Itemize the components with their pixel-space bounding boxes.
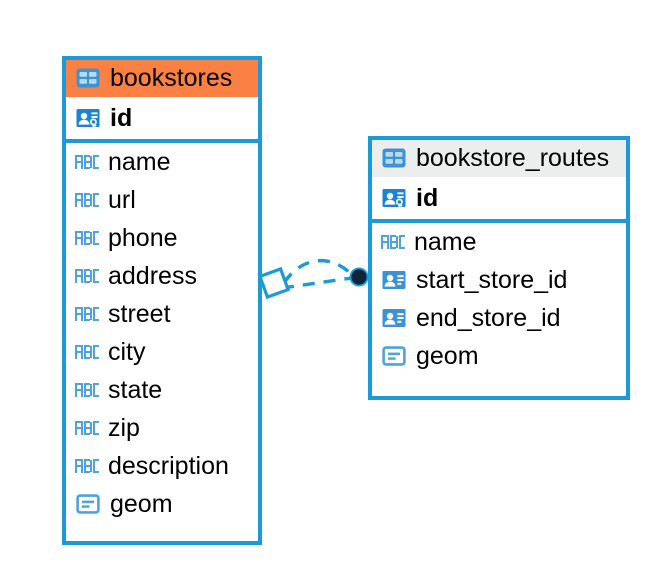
field-label-bookstores-address: address [108,262,197,291]
field-row-bookstore-routes-start_store_id[interactable]: start_store_id [372,261,626,299]
field-label-bookstores-id: id [110,104,133,133]
field-label-bookstores-description: description [108,452,229,481]
text-type-icon [75,343,99,361]
field-label-bookstores-city: city [108,338,146,367]
field-label-bookstores-name: name [108,148,171,177]
field-row-bookstores-address[interactable]: address [66,257,258,295]
field-label-bookstore-routes-id: id [416,184,439,213]
foreign-key-icon [381,267,407,293]
field-label-bookstores-street: street [108,300,171,329]
field-list-bookstores: name url phone address street city state zip des… [66,143,258,523]
text-type-icon [381,233,405,251]
text-type-icon [75,229,99,247]
field-label-bookstores-zip: zip [108,414,140,443]
text-type-icon [75,153,99,171]
text-type-icon [75,381,99,399]
field-row-bookstores-id[interactable]: id [66,97,258,139]
geometry-type-icon [75,491,101,517]
entity-bookstores-header[interactable]: bookstores [66,60,258,98]
entity-bookstores[interactable]: bookstores id name url phone address street c… [62,56,262,545]
text-type-icon [75,419,99,437]
primary-key-divider [372,219,626,224]
field-row-bookstores-geom[interactable]: geom [66,485,258,523]
primary-key-icon [381,185,407,211]
field-label-bookstore-routes-name: name [414,228,477,257]
field-row-bookstores-phone[interactable]: phone [66,219,258,257]
field-label-bookstores-url: url [108,186,136,215]
field-row-bookstores-url[interactable]: url [66,181,258,219]
text-type-icon [75,305,99,323]
foreign-key-icon [381,305,407,331]
field-label-bookstores-phone: phone [108,224,178,253]
field-row-bookstore-routes-id[interactable]: id [372,177,626,219]
field-label-bookstore-routes-start_store_id: start_store_id [416,266,568,295]
table-icon [75,65,101,91]
table-icon [381,145,407,171]
field-row-bookstores-street[interactable]: street [66,295,258,333]
primary-key-icon [75,105,101,131]
field-row-bookstores-name[interactable]: name [66,143,258,181]
field-row-bookstores-state[interactable]: state [66,371,258,409]
relationship-line-lower [281,276,353,290]
primary-key-divider [66,139,258,144]
field-label-bookstore-routes-geom: geom [416,342,479,371]
text-type-icon [75,267,99,285]
text-type-icon [75,191,99,209]
diamond-outline-marker [257,266,291,300]
field-row-bookstores-description[interactable]: description [66,447,258,485]
relationship-line-upper [282,258,354,284]
entity-bookstore-routes-title: bookstore_routes [416,144,610,172]
text-type-icon [75,457,99,475]
field-row-bookstores-city[interactable]: city [66,333,258,371]
field-row-bookstore-routes-end_store_id[interactable]: end_store_id [372,299,626,337]
field-label-bookstores-state: state [108,376,163,405]
field-label-bookstore-routes-end_store_id: end_store_id [416,304,561,333]
filled-circle-marker [349,267,369,287]
geometry-type-icon [381,343,407,369]
entity-bookstore-routes-header[interactable]: bookstore_routes [372,140,626,178]
entity-bookstores-title: bookstores [110,64,233,92]
field-row-bookstores-zip[interactable]: zip [66,409,258,447]
field-row-bookstore-routes-geom[interactable]: geom [372,337,626,375]
field-label-bookstores-geom: geom [110,490,173,519]
field-row-bookstore-routes-name[interactable]: name [372,223,626,261]
